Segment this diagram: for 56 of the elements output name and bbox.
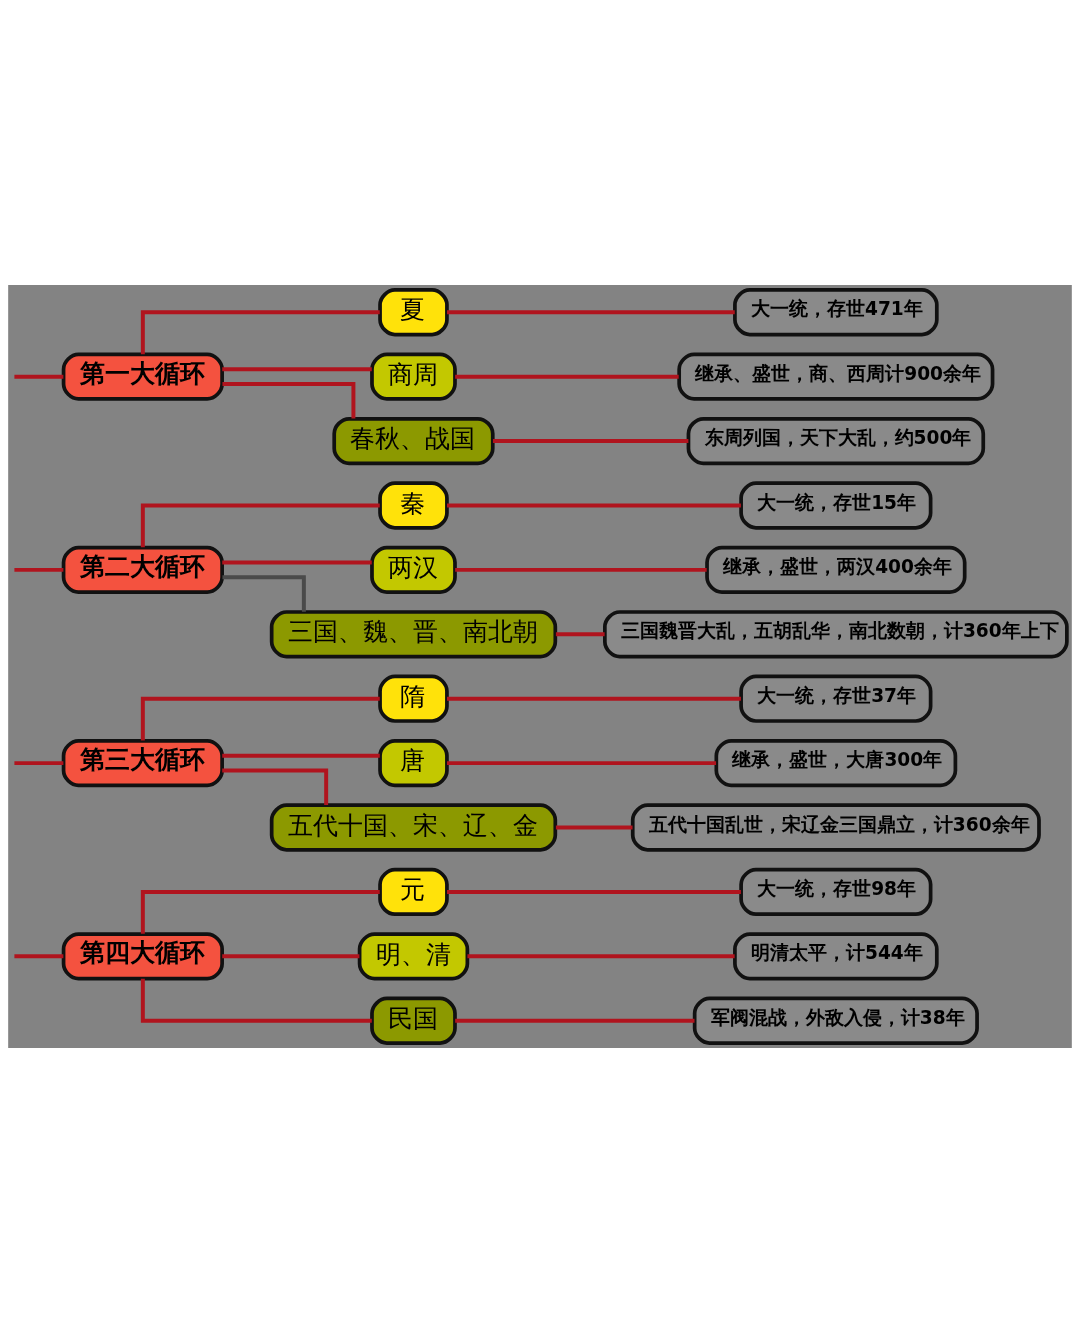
node-box: 春秋、战国 [332, 416, 495, 466]
connector [222, 560, 372, 565]
node-box: 唐 [378, 738, 449, 788]
connector [14, 374, 64, 379]
connector [140, 889, 380, 934]
node-box: 军阀混战，外敌入侵，计38年 [692, 996, 979, 1045]
connector [140, 978, 372, 1023]
node-box: 夏 [378, 288, 449, 337]
connector [555, 632, 605, 637]
node-box: 两汉 [370, 545, 457, 595]
node-box: 继承，盛世，大唐300年 [714, 738, 958, 788]
node-box: 五代十国、宋、辽、金 [269, 803, 558, 852]
node-box: 第四大循环 [61, 932, 224, 981]
connector [447, 761, 717, 766]
node-box: 元 [378, 867, 449, 917]
connector [467, 954, 735, 959]
node-box: 大一统，存世15年 [739, 481, 933, 530]
node-box: 秦 [378, 481, 449, 530]
connector [492, 439, 689, 444]
node-box: 大一统，存世471年 [733, 288, 939, 337]
connector [14, 954, 64, 959]
connector [222, 382, 356, 419]
node-box: 第二大循环 [61, 545, 224, 595]
connector [222, 575, 306, 612]
node-box: 东周列国，天下大乱，约500年 [686, 416, 986, 466]
node-box: 明清太平，计544年 [733, 932, 939, 981]
connector [447, 889, 741, 894]
connector [447, 503, 741, 508]
node-box: 三国、魏、晋、南北朝 [269, 610, 558, 659]
node-box: 民国 [370, 996, 457, 1045]
connector [14, 761, 64, 766]
connector [140, 503, 380, 548]
node-box: 第一大循环 [61, 352, 224, 401]
connector [447, 696, 741, 701]
node-box: 明、清 [357, 932, 470, 981]
node-box: 隋 [378, 674, 449, 723]
connector [140, 310, 380, 355]
connector [555, 825, 633, 830]
connector [455, 1018, 695, 1023]
node-box: 第三大循环 [61, 738, 224, 788]
connector [222, 367, 372, 372]
connector [222, 768, 329, 805]
node-box: 五代十国乱世，宋辽金三国鼎立，计360余年 [630, 803, 1041, 852]
node-box: 继承、盛世，商、西周计900余年 [677, 352, 995, 401]
node-box: 三国魏晋大乱，五胡乱华，南北数朝，计360年上下 [603, 610, 1069, 659]
node-box: 继承，盛世，两汉400余年 [705, 545, 967, 595]
node-box: 商周 [370, 352, 457, 401]
connector [140, 696, 380, 741]
node-box: 大一统，存世37年 [739, 674, 933, 723]
connector [455, 567, 707, 572]
connector [447, 310, 735, 315]
connector [14, 567, 64, 572]
connector [455, 374, 679, 379]
connector [222, 753, 380, 758]
node-box: 大一统，存世98年 [739, 867, 933, 917]
connector [222, 954, 360, 959]
